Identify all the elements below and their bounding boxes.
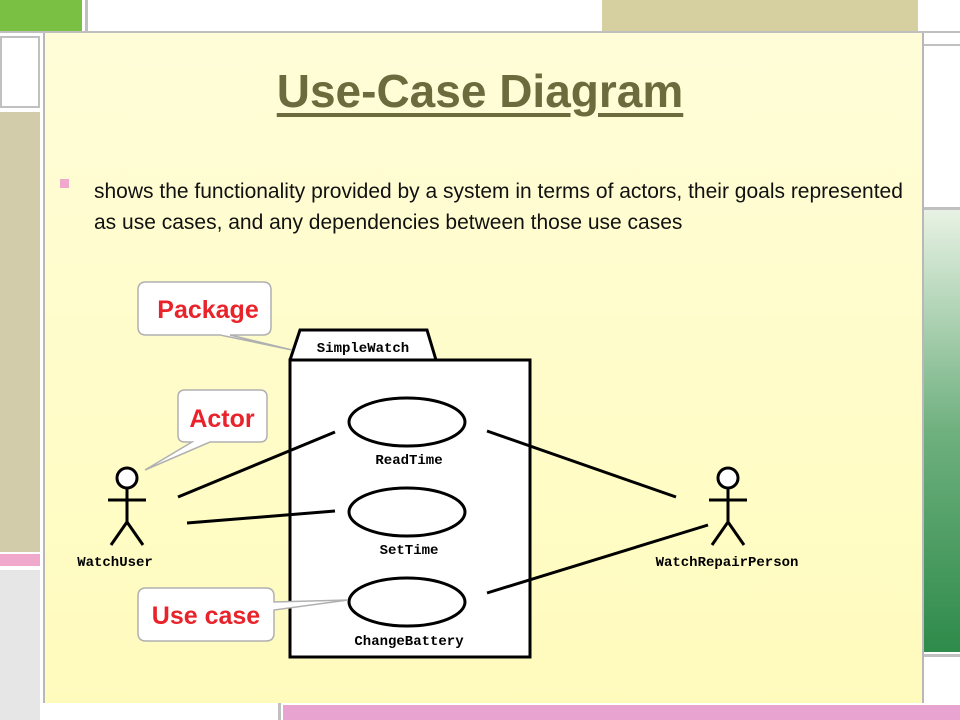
association-watchuser-settime	[186, 509, 336, 525]
actor-watchuser-label: WatchUser	[77, 555, 153, 571]
use-case-diagram: SimpleWatch ReadTime SetTime ChangeBatte…	[77, 281, 799, 659]
use-case-settime-label: SetTime	[380, 543, 439, 559]
package-name: SimpleWatch	[317, 341, 409, 357]
actor-watchrepairperson-label: WatchRepairPerson	[656, 555, 799, 571]
deco-line-top-h	[0, 31, 960, 33]
deco-line-right-h2	[920, 207, 960, 210]
bullet-text: shows the functionality provided by a sy…	[94, 180, 903, 234]
deco-gray-block-left	[0, 570, 40, 720]
use-case-changebattery-label: ChangeBattery	[354, 634, 464, 650]
deco-darkgreen-block	[922, 210, 960, 652]
association-changebattery-watchrepairperson	[486, 523, 709, 595]
actor-watchuser-figure	[108, 466, 146, 546]
association-readtime-watchrepairperson	[486, 429, 677, 499]
callout-actor: Actor	[144, 389, 268, 471]
callout-use-case: Use case	[137, 587, 349, 642]
deco-olive-block-left	[0, 112, 40, 552]
actor-watchrepairperson-figure	[709, 466, 747, 546]
association-lines	[177, 429, 709, 595]
deco-green-block	[0, 0, 82, 31]
deco-olive-block-top	[602, 0, 918, 33]
deco-pink-strip-bottom	[283, 705, 960, 720]
use-case-changebattery-ellipse	[347, 576, 467, 628]
deco-white-square	[0, 36, 40, 108]
use-case-readtime-ellipse	[347, 396, 467, 448]
package-tab	[288, 328, 438, 361]
slide-title: Use-Case Diagram	[276, 65, 684, 117]
bullet-marker	[60, 179, 69, 188]
use-case-readtime-label: ReadTime	[375, 453, 442, 469]
callout-use-case-label: Use case	[152, 602, 261, 630]
use-case-settime-ellipse	[347, 486, 467, 538]
callout-actor-label: Actor	[189, 405, 255, 433]
association-watchuser-readtime	[177, 430, 336, 499]
deco-pink-strip-left	[0, 554, 40, 566]
deco-line-right-h1	[920, 44, 960, 46]
callout-package-label: Package	[157, 296, 259, 324]
callout-package: Package	[137, 281, 293, 351]
